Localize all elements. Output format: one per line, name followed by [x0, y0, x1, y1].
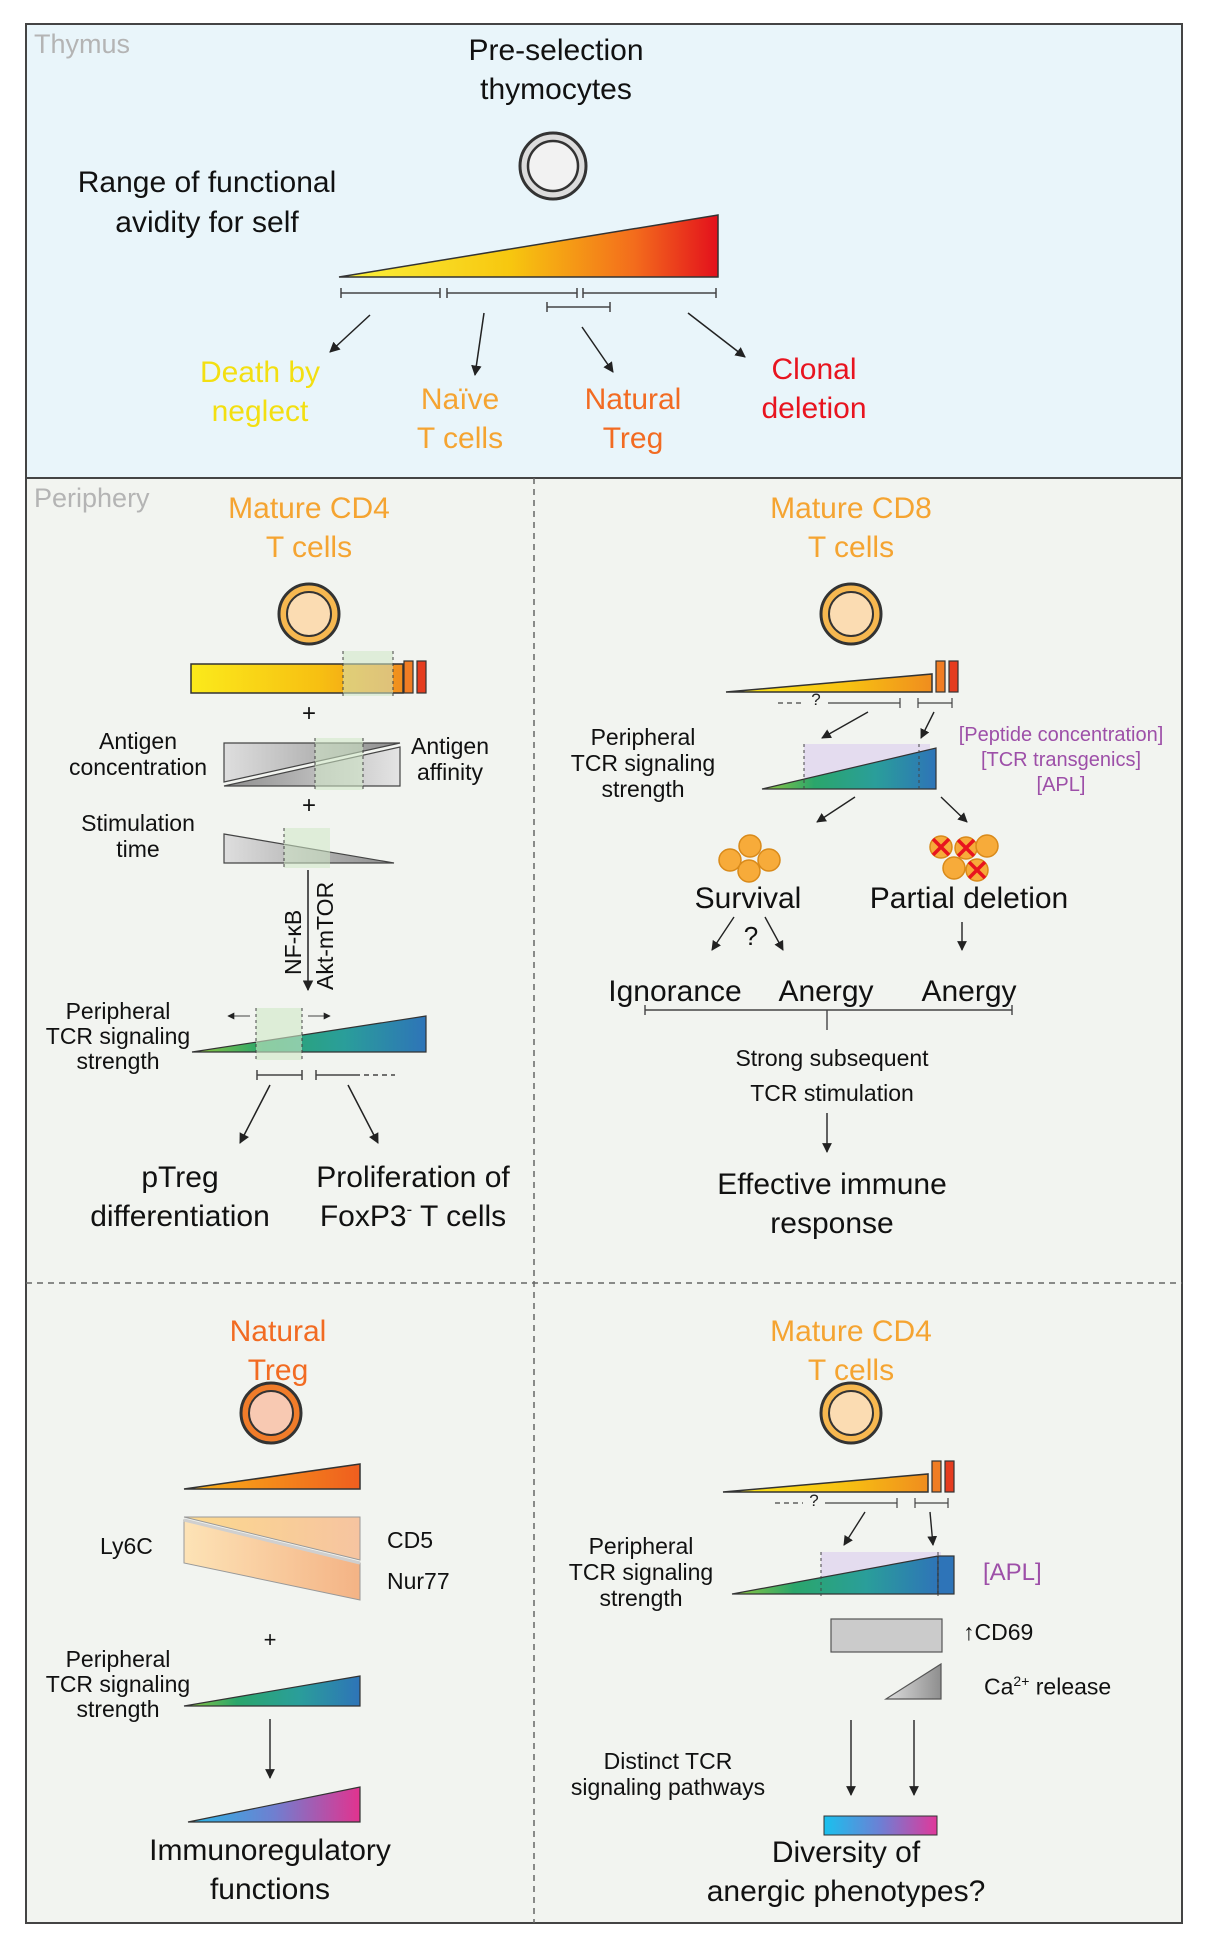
functions-line2: functions — [209, 1873, 331, 1906]
cd8-avidity-triangle — [725, 673, 933, 693]
cd8-tcr-label-line1: Peripheral — [590, 724, 696, 750]
pre-selection-title-line1: Pre-selection — [468, 34, 644, 67]
effective-line2: response — [770, 1207, 894, 1240]
cd4-tcr-label-line2: TCR signaling — [45, 1023, 191, 1049]
cd8-title-line2: T cells — [807, 531, 895, 564]
antigen-concentration-line1: Antigen — [98, 728, 178, 754]
range-label-line2: avidity for self — [115, 206, 299, 239]
naive-line1: Naïve — [420, 383, 500, 416]
cd8-question-mark: ? — [811, 690, 821, 709]
cd8-tcr-label-line3: strength — [601, 776, 685, 802]
natural-treg-line1: Natural — [584, 383, 682, 416]
cd4-anergy-tcr-label-line3: strength — [599, 1585, 683, 1611]
distinct-line2: signaling pathways — [570, 1774, 766, 1800]
effective-line1: Effective immune — [717, 1168, 947, 1201]
factor-tcr-transgenics: [TCR transgenics] — [980, 749, 1142, 771]
pre-selection-title-line2: thymocytes — [480, 73, 632, 106]
strong-stim-line1: Strong subsequent — [735, 1045, 929, 1071]
proliferation-line1: Proliferation of — [316, 1161, 510, 1194]
treg-tcr-label-line3: strength — [76, 1696, 160, 1722]
treg-tcr-label-line2: TCR signaling — [45, 1671, 191, 1697]
cd4-anergy-question-mark: ? — [809, 1491, 819, 1510]
cd69-label: ↑CD69 — [963, 1619, 1034, 1645]
natural-treg-line2: Treg — [602, 422, 664, 455]
fate-arrows — [329, 312, 746, 377]
survival-cells — [718, 834, 781, 883]
cd4-anergy-tcr-label-line1: Peripheral — [588, 1533, 694, 1559]
clonal-deletion-line2: deletion — [761, 392, 867, 425]
factor-peptide-concentration: [Peptide concentration] — [958, 724, 1164, 746]
cd69-box — [830, 1618, 943, 1653]
cd8-tcr-triangle — [761, 747, 937, 790]
treg-tcr-triangle — [183, 1675, 361, 1707]
thymus-section-label: Thymus — [34, 29, 131, 59]
cd4-tcr-triangle — [191, 1015, 427, 1053]
ly6c-label: Ly6C — [100, 1533, 153, 1559]
functions-line1: Immunoregulatory — [149, 1834, 391, 1867]
antigen-affinity-line2: affinity — [416, 759, 484, 785]
cd4-apl-label: [APL] — [983, 1559, 1042, 1586]
naive-line2: T cells — [416, 422, 504, 455]
treg-avidity-triangle — [183, 1463, 361, 1490]
anergy-right-label: Anergy — [921, 975, 1017, 1008]
stimulation-time-line1: Stimulation — [81, 810, 195, 836]
cd8-title-line1: Mature CD8 — [770, 492, 932, 525]
death-by-neglect-line2: neglect — [211, 395, 309, 428]
akt-mtor-label: Akt-mTOR — [312, 881, 338, 990]
survival-label: Survival — [694, 882, 802, 915]
diversity-bar — [823, 1815, 938, 1836]
treg-title-line2: Treg — [247, 1354, 309, 1387]
cd4-title-line2: T cells — [265, 531, 353, 564]
cd4-anergy-title-line2: T cells — [807, 1354, 895, 1387]
strong-stim-line2: TCR stimulation — [750, 1080, 914, 1106]
treg-title-line1: Natural — [229, 1315, 327, 1348]
antigen-concentration-line2: concentration — [68, 754, 208, 780]
anergy-left-label: Anergy — [778, 975, 874, 1008]
partial-deletion-cells — [929, 834, 999, 882]
calcium-release-label: Ca2+ release — [984, 1673, 1112, 1700]
ly6c-triangle — [183, 1516, 361, 1561]
calcium-triangle — [883, 1662, 942, 1700]
ignorance-label: Ignorance — [608, 975, 742, 1008]
clonal-deletion-line1: Clonal — [771, 353, 857, 386]
treg-tcr-label-line1: Peripheral — [65, 1646, 171, 1672]
treg-plus: + — [263, 1627, 277, 1652]
range-label-line1: Range of functional — [77, 166, 337, 199]
cd8-question-survival: ? — [743, 921, 759, 951]
antigen-affinity-line1: Antigen — [410, 733, 490, 759]
functions-triangle — [187, 1786, 361, 1823]
stimulation-time-line2: time — [116, 836, 160, 862]
death-by-neglect-line1: Death by — [199, 356, 321, 389]
factor-apl: [APL] — [1036, 774, 1086, 796]
nfkb-label: NF-κB — [280, 909, 306, 975]
distinct-line1: Distinct TCR — [603, 1748, 733, 1774]
cd8-tcr-label-line2: TCR signaling — [570, 750, 716, 776]
cd4-tcr-label-line1: Peripheral — [65, 998, 171, 1024]
cd4-anergy-title-line1: Mature CD4 — [770, 1315, 932, 1348]
proliferation-line2: FoxP3- T cells — [319, 1200, 507, 1233]
diversity-line1: Diversity of — [771, 1836, 921, 1869]
cd4-plus-1: + — [301, 700, 317, 727]
periphery-panel — [25, 477, 1183, 1924]
nur77-label: Nur77 — [387, 1568, 450, 1594]
cd4-tcr-label-line3: strength — [76, 1048, 160, 1074]
periphery-section-label: Periphery — [34, 483, 150, 513]
cd5-label: CD5 — [387, 1527, 434, 1553]
cd4-anergy-tcr-label-line2: TCR signaling — [568, 1559, 714, 1585]
range-brackets — [340, 288, 717, 312]
cd4-anergy-avidity-triangle — [722, 1473, 929, 1493]
diversity-line2: anergic phenotypes? — [706, 1875, 986, 1908]
partial-deletion-label: Partial deletion — [869, 882, 1069, 915]
cd4-plus-2: + — [301, 792, 317, 819]
avidity-range-triangle — [338, 214, 719, 278]
cd4-title-line1: Mature CD4 — [228, 492, 390, 525]
ptreg-line2: differentiation — [90, 1200, 270, 1233]
ptreg-line1: pTreg — [141, 1161, 219, 1194]
